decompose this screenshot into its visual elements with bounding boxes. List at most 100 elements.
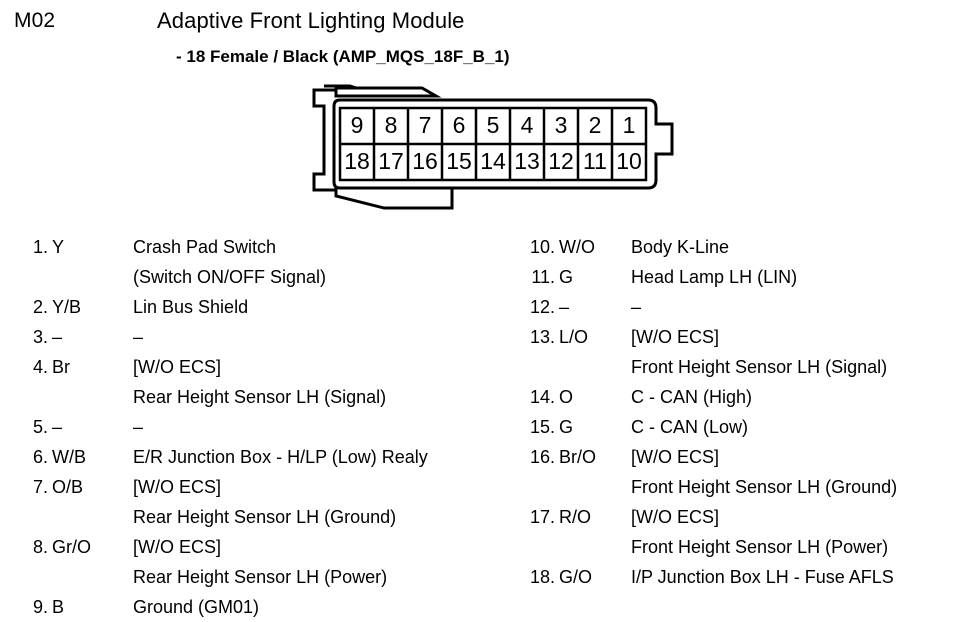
pin-description: – <box>631 297 642 317</box>
pin-row-15: 15.G C - CAN (Low) <box>500 412 972 442</box>
pin-description-line2: Front Height Sensor LH (Signal) <box>631 357 888 377</box>
pin-description-line2: Rear Height Sensor LH (Power) <box>133 567 388 587</box>
pin-wire-color-code: R/O <box>559 507 592 527</box>
pin-number: 15. <box>529 417 555 437</box>
pin-number: 12. <box>529 297 555 317</box>
pin-number: 1. <box>32 237 48 257</box>
pin-wire-color-code: – <box>52 417 63 437</box>
pin-cell-16: 16 <box>412 148 438 174</box>
pin-description-line2: Rear Height Sensor LH (Signal) <box>133 387 387 407</box>
pin-row-18: 18.G/O I/P Junction Box LH - Fuse AFLS <box>500 562 972 592</box>
pin-description: Head Lamp LH (LIN) <box>631 267 798 287</box>
pin-number: 3. <box>32 327 48 347</box>
pin-description-line2: Front Height Sensor LH (Power) <box>631 537 889 557</box>
pin-wire-color-code: O <box>559 387 574 407</box>
pin-row-5: 5.–– <box>0 412 516 442</box>
pin-cell-11: 11 <box>583 148 607 174</box>
pin-wire-color-code: G <box>559 267 574 287</box>
pin-wire-color-code: Br <box>52 357 70 377</box>
pin-wire-color-code: G <box>559 417 574 437</box>
pin-row-10: 10.W/O Body K-Line <box>500 232 972 262</box>
pin-cell-4: 4 <box>521 112 534 138</box>
pin-description: [W/O ECS] <box>631 327 720 347</box>
pin-row-3: 3.–– <box>0 322 516 352</box>
pin-description: Ground (GM01) <box>133 597 260 617</box>
pin-row-14: 14.O C - CAN (High) <box>500 382 972 412</box>
pin-cell-10: 10 <box>616 148 642 174</box>
pin-description-line2: Rear Height Sensor LH (Ground) <box>133 507 397 527</box>
pin-cell-6: 6 <box>453 112 466 138</box>
pin-row-11: 11.G Head Lamp LH (LIN) <box>500 262 972 292</box>
pin-number: 18. <box>529 567 555 587</box>
pin-row-9: 9.B Ground (GM01) <box>0 592 516 622</box>
pin-wire-color-code: W/B <box>52 447 86 467</box>
pinout-table: 1.Y Crash Pad Switch (Switch ON/OFF Signal… <box>0 232 972 617</box>
pin-wire-color-code: L/O <box>559 327 589 347</box>
page-title: Adaptive Front Lighting Module <box>157 8 465 33</box>
pin-row-16: 16.Br/O[W/O ECS] <box>500 442 972 472</box>
pin-number: 2. <box>32 297 48 317</box>
pin-number-labels: 9 8 7 6 5 4 3 2 1 18 17 16 15 14 13 12 1… <box>344 112 642 174</box>
pin-cell-1: 1 <box>623 112 636 138</box>
pin-wire-color-code: Y/B <box>52 297 82 317</box>
pin-number: 9. <box>32 597 48 617</box>
pin-description: – <box>133 417 144 437</box>
pin-description: Crash Pad Switch <box>133 237 277 257</box>
pin-description: E/R Junction Box - H/LP (Low) Realy <box>133 447 428 467</box>
connector-spec-subtitle: - 18 Female / Black (AMP_MQS_18F_B_1) <box>176 47 510 66</box>
pin-cell-8: 8 <box>385 112 398 138</box>
pin-number: 7. <box>32 477 48 497</box>
pin-wire-color-code: Br/O <box>559 447 597 467</box>
pin-row-2: 2.Y/B Lin Bus Shield <box>0 292 516 322</box>
pin-row-8: 8.Gr/O [W/O ECS] <box>0 532 516 562</box>
pin-cell-12: 12 <box>548 148 574 174</box>
module-code: M02 <box>14 9 56 32</box>
pin-wire-color-code: B <box>52 597 65 617</box>
document-header: M02 Adaptive Front Lighting Module - 18 … <box>0 0 972 80</box>
pin-cell-7: 7 <box>419 112 432 138</box>
pin-description-line2: (Switch ON/OFF Signal) <box>133 267 327 287</box>
pin-number: 17. <box>529 507 555 527</box>
pin-row-7: 7.O/B [W/O ECS] <box>0 472 516 502</box>
pin-description: [W/O ECS] <box>133 357 222 377</box>
pin-number: 16. <box>529 447 555 467</box>
pin-cell-18: 18 <box>344 148 370 174</box>
pin-wire-color-code: G/O <box>559 567 593 587</box>
connector-diagram: 9 8 7 6 5 4 3 2 1 18 17 16 15 14 13 12 1… <box>300 84 692 216</box>
pin-cell-14: 14 <box>480 148 506 174</box>
pin-cell-15: 15 <box>446 148 472 174</box>
pin-description: [W/O ECS] <box>133 537 222 557</box>
pin-description: Lin Bus Shield <box>133 297 249 317</box>
pin-row-1: 1.Y Crash Pad Switch <box>0 232 516 262</box>
pin-description-line2: Front Height Sensor LH (Ground) <box>631 477 898 497</box>
pin-cell-5: 5 <box>487 112 500 138</box>
pin-description: C - CAN (Low) <box>631 417 749 437</box>
pin-wire-color-code: – <box>559 297 570 317</box>
pin-grid <box>338 106 648 182</box>
pin-description: I/P Junction Box LH - Fuse AFLS <box>631 567 894 587</box>
pin-number: 13. <box>529 327 555 347</box>
pin-number: 10. <box>529 237 555 257</box>
pin-description: [W/O ECS] <box>133 477 222 497</box>
pin-number: 4. <box>32 357 48 377</box>
pin-number: 14. <box>529 387 555 407</box>
pin-wire-color-code: O/B <box>52 477 84 497</box>
pin-cell-9: 9 <box>351 112 364 138</box>
pin-wire-color-code: – <box>52 327 63 347</box>
pin-wire-color-code: Gr/O <box>52 537 91 557</box>
pin-description: Body K-Line <box>631 237 730 257</box>
pin-number: 6. <box>32 447 48 467</box>
pin-row-6: 6.W/B E/R Junction Box - H/LP (Low) Realy <box>0 442 516 472</box>
pin-row-13: 13.L/O [W/O ECS] <box>500 322 972 352</box>
pin-row-12: 12.–– <box>500 292 972 322</box>
pin-cell-2: 2 <box>589 112 602 138</box>
pin-number: 8. <box>32 537 48 557</box>
pin-description: – <box>133 327 144 347</box>
pin-row-17: 17.R/O[W/O ECS] <box>500 502 972 532</box>
connector-keying-tab-top <box>334 86 442 98</box>
pin-description: C - CAN (High) <box>631 387 753 407</box>
pin-wire-color-code: Y <box>52 237 65 257</box>
pin-number: 5. <box>32 417 48 437</box>
pin-wire-color-code: W/O <box>559 237 595 257</box>
pin-number: 11. <box>531 267 555 287</box>
